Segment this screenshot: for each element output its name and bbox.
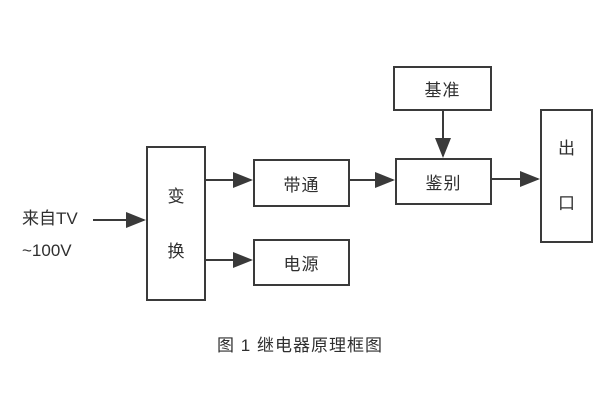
node-bandpass-label: 带通 xyxy=(283,175,320,195)
node-output: 出 口 xyxy=(540,109,593,243)
node-power-supply-label: 电源 xyxy=(283,255,320,274)
input-source-label: 来自TV xyxy=(22,209,78,228)
node-output-label: 出 口 xyxy=(558,139,575,213)
node-power-supply: 电源 xyxy=(253,239,350,286)
node-reference: 基准 xyxy=(393,66,492,111)
node-transform: 变 换 xyxy=(146,146,206,301)
node-discriminator-label: 鉴别 xyxy=(425,174,462,193)
figure-caption: 图 1 继电器原理框图 xyxy=(217,336,383,355)
node-transform-label: 变 换 xyxy=(167,186,185,261)
node-reference-label: 基准 xyxy=(424,81,461,100)
node-bandpass: 带通 xyxy=(253,159,350,207)
node-discriminator: 鉴别 xyxy=(395,158,492,205)
input-voltage-label: ~100V xyxy=(22,241,72,260)
